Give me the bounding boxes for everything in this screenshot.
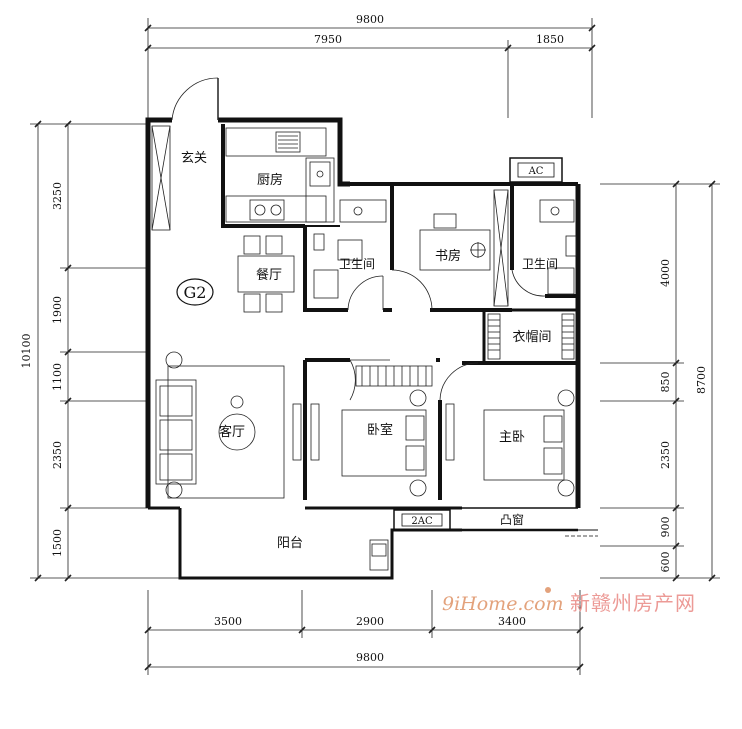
bottom-dimension-group: [144, 590, 584, 675]
bedroom-furniture: [310, 365, 433, 497]
room-label-kitchen: 厨房: [257, 172, 283, 188]
ac-unit-top: [509, 157, 563, 183]
plan-code-badge: [176, 278, 214, 306]
watermark-brand: 新赣州房产网: [570, 591, 696, 615]
dim-bottom-b: 2900: [356, 615, 384, 628]
kitchen-fixtures: [225, 127, 335, 223]
dim-bottom-c: 3400: [498, 615, 526, 628]
master-bedroom-furniture: [445, 389, 575, 497]
room-label-master: 主卧: [499, 430, 525, 445]
dim-left-3: 1100: [51, 363, 64, 391]
living-room-furniture: [155, 351, 302, 499]
room-label-living: 客厅: [219, 424, 245, 440]
dim-left-4: 2350: [51, 441, 64, 469]
interior-walls: [221, 124, 580, 510]
room-label-closet: 衣帽间: [512, 329, 551, 345]
room-label-entry: 玄关: [181, 151, 207, 166]
room-label-bedroom: 卧室: [367, 422, 393, 438]
room-label-bath-right: 卫生间: [522, 257, 558, 271]
ac-unit-bottom: [393, 509, 451, 531]
dim-right-1: 4000: [659, 259, 672, 287]
ac-bottom-label: 2AC: [411, 516, 433, 527]
left-dimension-group: [30, 120, 180, 582]
dim-left-1: 3250: [51, 182, 64, 210]
watermark-site: 9iHome.com: [442, 593, 564, 615]
dim-right-total: 8700: [695, 366, 708, 394]
plan-code: G2: [184, 283, 207, 302]
dim-top-left: 7950: [314, 33, 342, 46]
room-label-bay-window: 凸窗: [500, 513, 524, 527]
balcony-fixtures: [369, 539, 389, 571]
watermark-dot: [545, 587, 551, 593]
top-dimension-group: [144, 18, 596, 118]
right-dimension-group: [600, 180, 720, 582]
dim-left-total: 10100: [20, 334, 33, 369]
dim-right-4: 900: [659, 517, 672, 538]
dim-right-2: 850: [659, 372, 672, 393]
dim-bottom-a: 3500: [214, 615, 242, 628]
closet-shelves: [487, 313, 575, 360]
room-label-bath-left: 卫生间: [339, 257, 375, 271]
entry-cabinet: [151, 125, 171, 231]
bath-right-fixtures: [539, 199, 577, 295]
room-label-balcony: 阳台: [277, 536, 303, 551]
dim-top-right: 1850: [536, 33, 564, 46]
dim-left-5: 1500: [51, 529, 64, 557]
dim-right-3: 2350: [659, 441, 672, 469]
dim-top-total: 9800: [356, 13, 384, 26]
ac-top-label: AC: [528, 166, 544, 177]
dining-table: [237, 235, 295, 313]
room-label-dining: 餐厅: [256, 267, 282, 283]
dim-right-5: 600: [659, 552, 672, 573]
room-label-study: 书房: [435, 248, 461, 264]
study-fixtures: [419, 189, 509, 307]
dim-bottom-total: 9800: [356, 651, 384, 664]
bath-left-fixtures: [313, 199, 387, 299]
entrance-door: [171, 77, 219, 121]
dim-left-2: 1900: [51, 296, 64, 324]
interior-doors: [347, 269, 546, 401]
